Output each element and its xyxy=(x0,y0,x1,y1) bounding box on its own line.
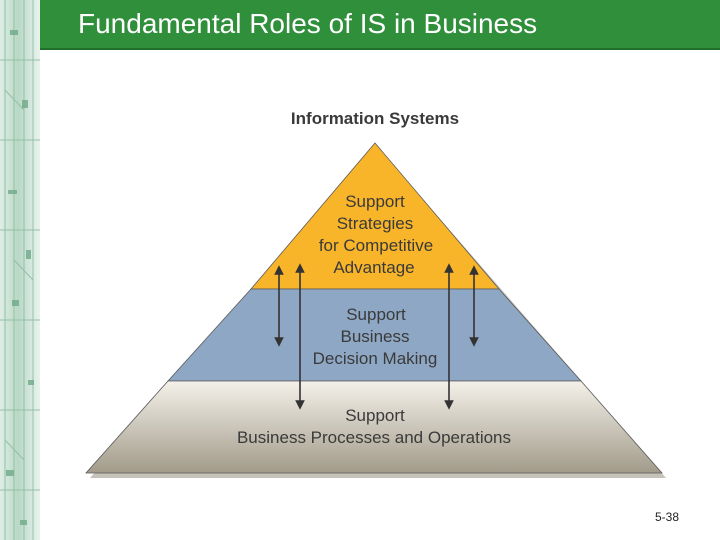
title-bar xyxy=(40,0,720,50)
slide-title: Fundamental Roles of IS in Business xyxy=(78,8,538,39)
tier-middle-line-3: Decision Making xyxy=(313,349,438,368)
tier-bottom-line-2: Business Processes and Operations xyxy=(237,428,511,447)
tier-top-line-4: Advantage xyxy=(333,258,414,277)
slide-number: 5-38 xyxy=(654,510,679,524)
decorative-circuit-strip xyxy=(0,0,40,540)
tier-top-line-3: for Competitive xyxy=(319,236,433,255)
tier-bottom-operations xyxy=(85,380,663,474)
tier-top-line-1: Support xyxy=(345,192,405,211)
tier-middle-line-2: Business xyxy=(341,327,410,346)
circuit-pattern-icon xyxy=(0,0,40,540)
tier-middle-line-1: Support xyxy=(346,305,406,324)
tier-top-line-2: Strategies xyxy=(337,214,414,233)
tier-bottom-line-1: Support xyxy=(345,406,405,425)
diagram-heading: Information Systems xyxy=(291,109,459,128)
